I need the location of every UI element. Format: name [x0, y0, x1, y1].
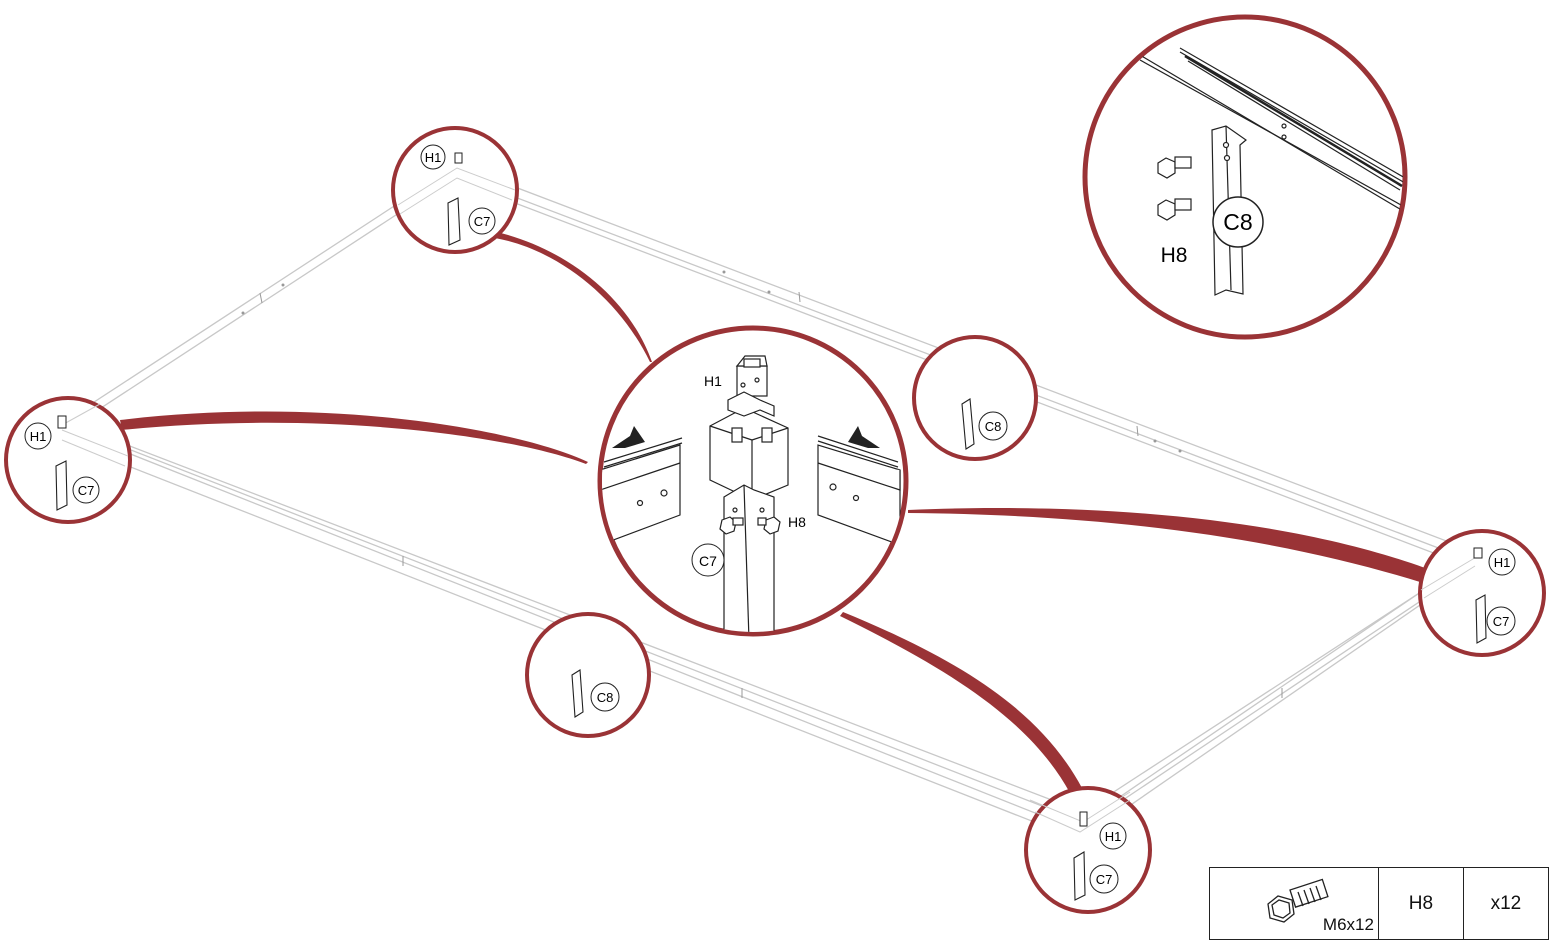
table-row: M6x12 H8 x12: [1209, 867, 1550, 940]
arrow-icon: [848, 426, 880, 448]
rail-joints: [241, 270, 1283, 698]
detail-callout-center: H1 H8 C7: [597, 325, 909, 637]
callout-corner-left: H1 C7: [4, 396, 132, 524]
label-h1: H1: [704, 373, 722, 389]
label-h1-badge: [420, 144, 446, 170]
bracket-icon: [55, 460, 68, 511]
label-h1: H1: [425, 150, 442, 165]
label-c7: C7: [78, 483, 95, 498]
label-h1: H1: [1494, 555, 1511, 570]
detail-callout-top-right: C8 H8: [1082, 14, 1408, 340]
label-h1: H1: [1105, 829, 1122, 844]
arrow-icon: [612, 426, 645, 448]
bolt-icon: [757, 516, 781, 535]
callout-corner-top-left: H1 C7: [391, 126, 519, 254]
label-h8: H8: [1161, 244, 1188, 267]
label-h1-badge: [1488, 548, 1516, 576]
label-c8-badge: [590, 682, 620, 712]
label-c8-badge: [1212, 196, 1264, 248]
label-c7: C7: [474, 214, 491, 229]
callout-corner-bottom: H1 C7: [1024, 786, 1152, 914]
label-c7-badge: [691, 543, 725, 577]
label-c8: C8: [1223, 209, 1252, 235]
callout-mid-bottom: C8: [525, 612, 651, 738]
label-c7-badge: [72, 476, 100, 504]
bolt-icon: [1267, 878, 1329, 923]
label-c8-badge: [978, 411, 1008, 441]
part-code: H8: [1377, 867, 1464, 940]
label-c8: C8: [597, 690, 614, 705]
label-c8: C8: [985, 419, 1002, 434]
bolt-icon: [1157, 198, 1192, 221]
bracket-icon: [571, 669, 584, 718]
label-h8: H8: [788, 514, 806, 530]
bracket-icon: [447, 197, 461, 246]
callout-corner-right: H1 C7: [1418, 529, 1546, 657]
label-c7-badge: [468, 207, 496, 235]
label-c7-badge: [1486, 606, 1516, 636]
parts-table: M6x12 H8 x12: [1209, 867, 1550, 940]
bracket-icon: [961, 398, 975, 450]
label-c7-badge: [1089, 864, 1119, 894]
label-h1-badge: [24, 422, 52, 450]
label-c7: C7: [1493, 614, 1510, 629]
callout-mid-right: C8: [912, 335, 1038, 461]
bracket-icon: [1073, 851, 1086, 901]
label-c7: C7: [699, 553, 717, 569]
bolt-icon: [719, 516, 744, 535]
label-c7: C7: [1096, 872, 1113, 887]
callout-connectors: [120, 232, 1425, 793]
bracket-icon: [1475, 594, 1487, 644]
part-quantity: x12: [1462, 867, 1550, 940]
bolt-icon: [1157, 156, 1192, 179]
bolt-size-label: M6x12: [1322, 915, 1374, 934]
label-h1: H1: [30, 429, 47, 444]
label-h1-badge: [1099, 822, 1127, 850]
bolt-cell: M6x12: [1209, 867, 1379, 940]
